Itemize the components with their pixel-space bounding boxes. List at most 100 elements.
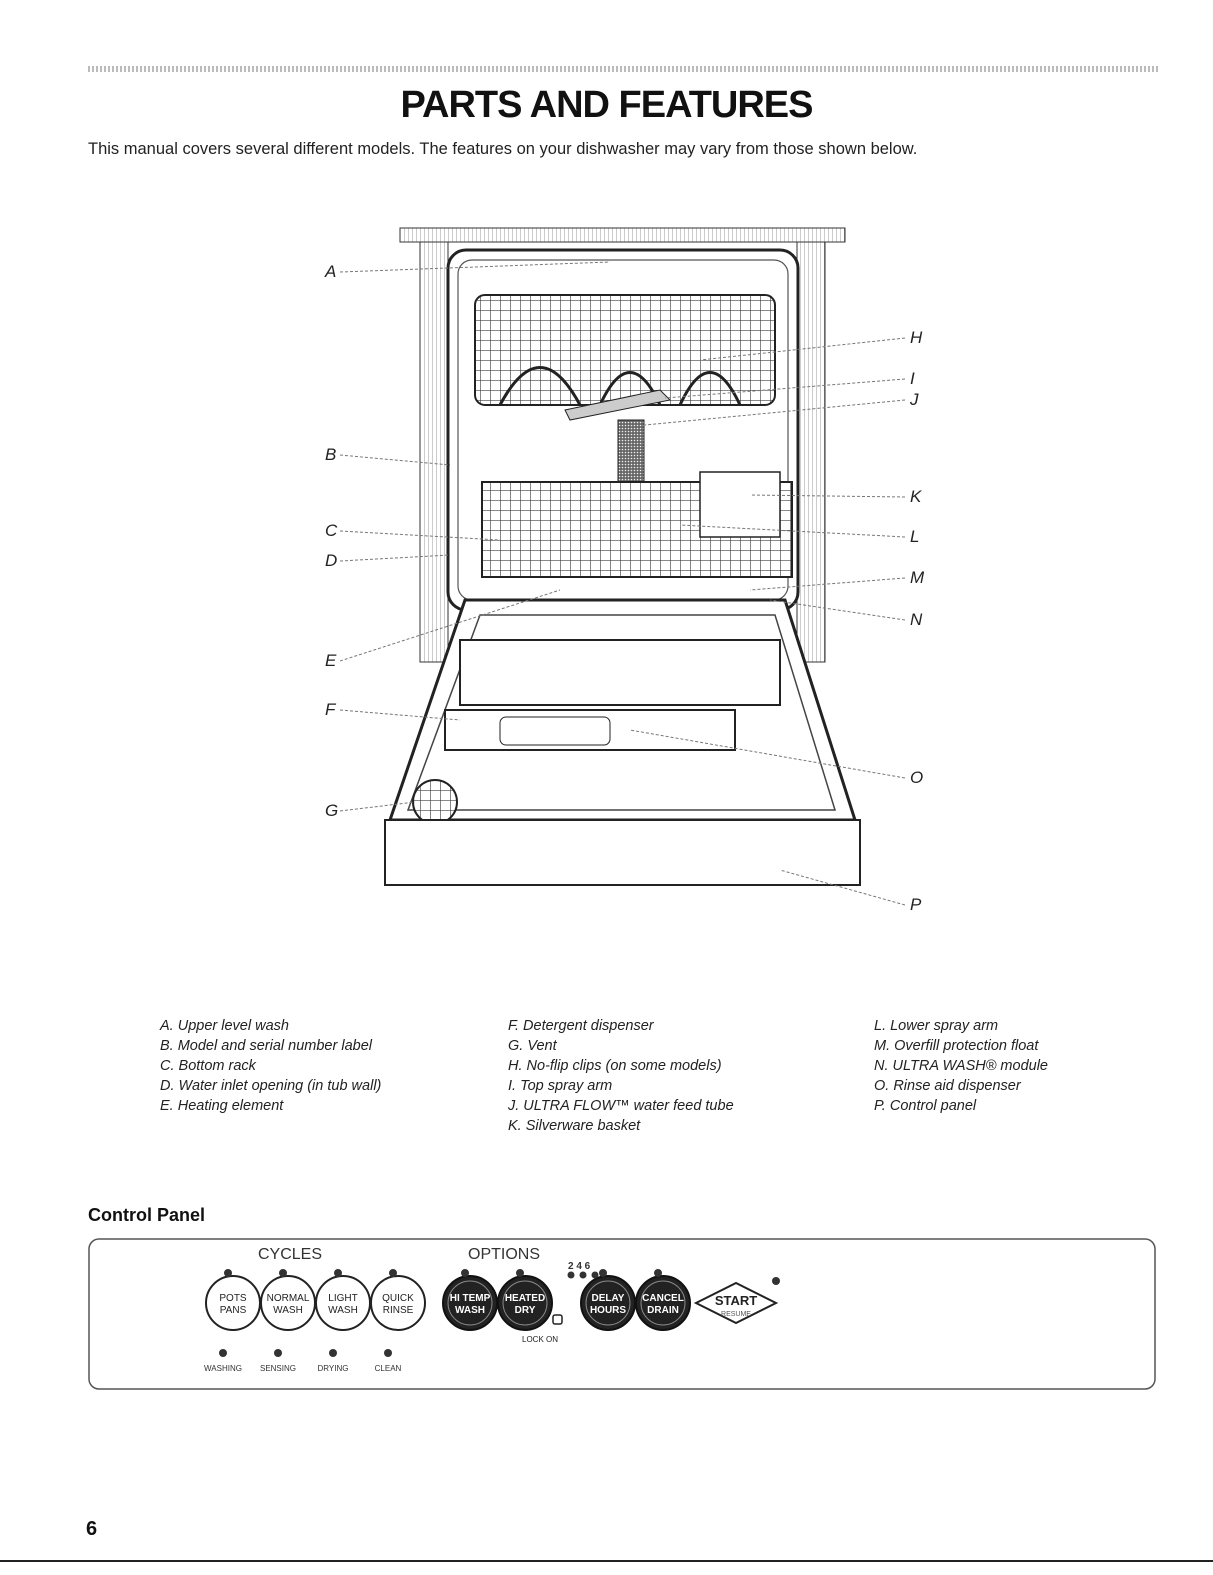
svg-text:RESUME: RESUME (721, 1311, 751, 1318)
legend-item: H. No-flip clips (on some models) (508, 1058, 722, 1074)
legend-column-2: F. Detergent dispenser G. Vent H. No-fli… (508, 1016, 734, 1136)
legend-item: B. Model and serial number label (160, 1038, 372, 1054)
legend-item: I. Top spray arm (508, 1078, 613, 1094)
legend-item: M. Overfill protection float (874, 1038, 1039, 1054)
svg-text:HI TEMP: HI TEMP (450, 1293, 491, 1304)
legend-column-1: A. Upper level wash B. Model and serial … (160, 1016, 381, 1116)
page-title: PARTS AND FEATURES (400, 84, 814, 126)
section-title-control-panel: Control Panel (88, 1205, 206, 1225)
option-indicator (516, 1269, 524, 1277)
cycle-indicator (279, 1269, 287, 1277)
delay-indicator (591, 1271, 599, 1279)
svg-text:DRY: DRY (515, 1305, 536, 1316)
legend-item: A. Upper level wash (160, 1018, 289, 1034)
intro-text: This manual covers several different mod… (88, 140, 918, 158)
lock-label: LOCK ON (522, 1335, 558, 1344)
legend-item: L. Lower spray arm (874, 1018, 999, 1034)
status-label: SENSING (260, 1364, 296, 1373)
callout-letter: K (910, 487, 922, 506)
legend-item: P. Control panel (874, 1098, 977, 1114)
lock-icon (552, 1314, 563, 1325)
legend-item: E. Heating element (160, 1098, 284, 1114)
svg-text:WASH: WASH (273, 1305, 303, 1316)
bottom-rule (0, 1560, 1213, 1562)
callout-letter: F (325, 700, 337, 719)
callout-letter: D (325, 551, 337, 570)
status-light (384, 1349, 392, 1357)
cabinet-right (796, 241, 826, 663)
callout-letter: E (325, 651, 337, 670)
status-light (219, 1349, 227, 1357)
callout-letter: G (325, 801, 338, 820)
svg-text:NORMAL: NORMAL (267, 1293, 310, 1304)
delay-numbers: 2 4 6 (568, 1261, 591, 1272)
svg-text:PANS: PANS (220, 1305, 247, 1316)
status-light (329, 1349, 337, 1357)
svg-text:CANCEL: CANCEL (642, 1293, 684, 1304)
callout-letter: C (325, 521, 338, 540)
cycle-indicator (224, 1269, 232, 1277)
cycle-indicator (334, 1269, 342, 1277)
legend-item: K. Silverware basket (508, 1118, 641, 1134)
callout-letter: L (910, 527, 919, 546)
legend-column-3: L. Lower spray arm M. Overfill protectio… (874, 1016, 1048, 1116)
svg-text:RINSE: RINSE (383, 1305, 414, 1316)
svg-text:QUICK: QUICK (382, 1293, 414, 1304)
options-label: OPTIONS (468, 1246, 540, 1263)
start-indicator (772, 1277, 780, 1285)
callout-letter: B (325, 445, 336, 464)
control-panel: CYCLES OPTIONS 2 4 6 POTSPANSNORMALWASHL… (88, 1238, 1156, 1390)
svg-text:WASH: WASH (328, 1305, 358, 1316)
top-spray-arm (564, 389, 672, 421)
option-indicator (461, 1269, 469, 1277)
svg-text:LIGHT: LIGHT (328, 1293, 357, 1304)
status-label: WASHING (204, 1364, 242, 1373)
cycles-label: CYCLES (258, 1246, 322, 1263)
legend-item: F. Detergent dispenser (508, 1018, 654, 1034)
legend-item: O. Rinse aid dispenser (874, 1078, 1021, 1094)
svg-text:DELAY: DELAY (592, 1293, 625, 1304)
callout-letter: M (910, 568, 925, 587)
svg-text:START: START (715, 1293, 757, 1308)
top-rule (88, 66, 1158, 72)
legend-item: N. ULTRA WASH® module (874, 1058, 1048, 1074)
door-window (459, 639, 781, 706)
legend-item: J. ULTRA FLOW™ water feed tube (508, 1098, 734, 1114)
status-light (274, 1349, 282, 1357)
dispenser-cup (499, 716, 611, 746)
delay-indicator (567, 1271, 575, 1279)
countertop (399, 227, 846, 243)
cycle-indicator (389, 1269, 397, 1277)
callout-letter: O (910, 768, 923, 787)
start-button[interactable]: START RESUME (693, 1281, 779, 1325)
page-number: 6 (86, 1518, 98, 1540)
callout-letter: A (324, 262, 336, 281)
status-label: DRYING (318, 1364, 349, 1373)
callout-letter: H (910, 328, 923, 347)
door-base (384, 819, 861, 886)
legend-item: C. Bottom rack (160, 1058, 256, 1074)
callout-letter: I (910, 369, 915, 388)
svg-text:DRAIN: DRAIN (647, 1305, 679, 1316)
callout-letter: N (910, 610, 923, 629)
cabinet-left (419, 241, 449, 663)
silverware-basket (699, 471, 781, 538)
svg-text:POTS: POTS (219, 1293, 247, 1304)
vent (412, 779, 458, 825)
legend-item: D. Water inlet opening (in tub wall) (160, 1078, 382, 1094)
door-inner (406, 614, 837, 811)
status-label: CLEAN (375, 1364, 402, 1373)
svg-text:HOURS: HOURS (590, 1305, 626, 1316)
delay-indicator (579, 1271, 587, 1279)
legend-item: G. Vent (508, 1038, 557, 1054)
option-indicator (599, 1269, 607, 1277)
